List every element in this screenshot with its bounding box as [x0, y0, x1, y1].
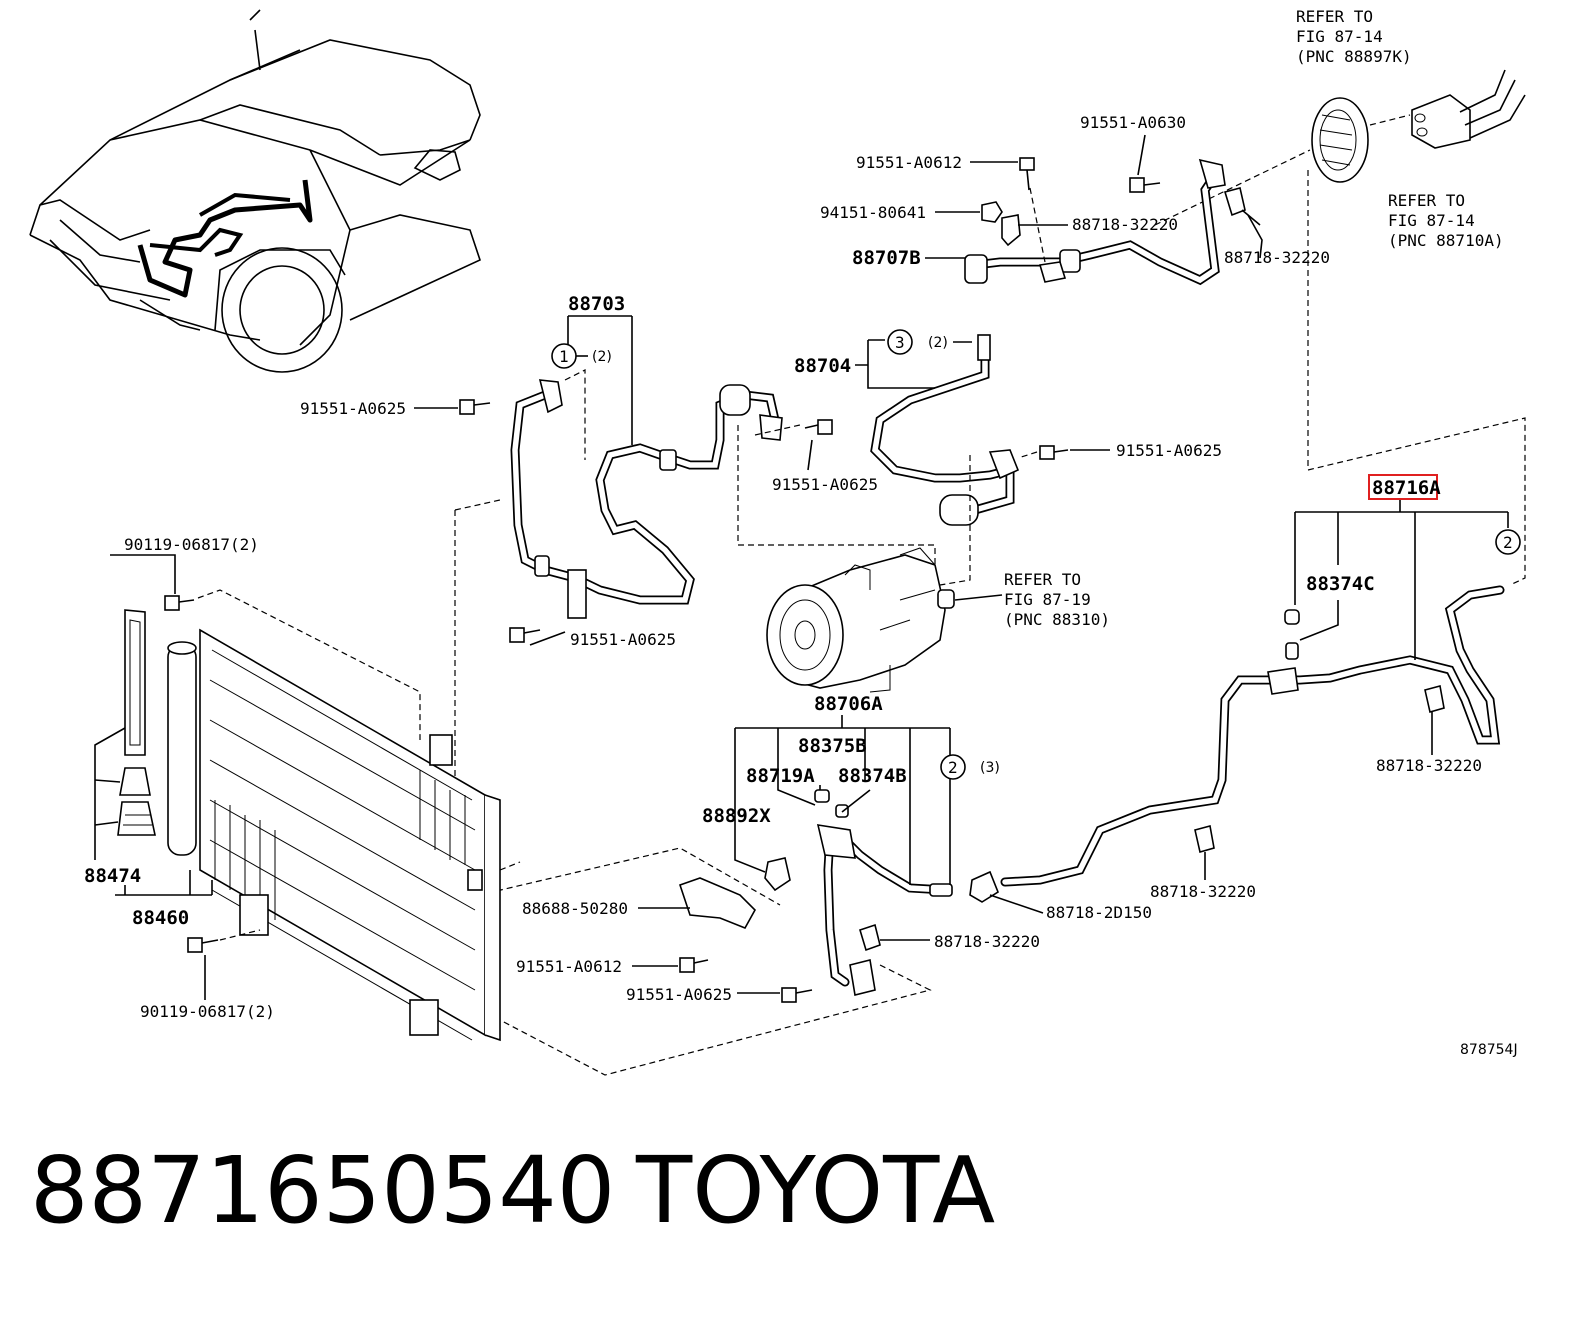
connector-block-88710a — [1411, 69, 1526, 149]
clip-88718-32220-top-right — [1223, 187, 1246, 217]
bolt-91551-a0612-bottom — [679, 957, 709, 973]
label-88892x: 88892X — [702, 805, 771, 827]
bolt-91551-a0612-top — [1019, 157, 1035, 191]
refer-comp-line3: (PNC 88310) — [1004, 610, 1110, 629]
label-90119-bottom: 90119-06817(2) — [140, 1002, 275, 1021]
nut-94151-80641 — [981, 201, 1003, 223]
figure-code: 878754J — [1460, 1042, 1518, 1058]
label-91551-a0625-d: 91551-A0625 — [570, 630, 676, 649]
label-88707b: 88707B — [852, 247, 921, 269]
nut-88718-2d150 — [969, 870, 999, 903]
bracket-88688-50280 — [678, 877, 756, 930]
label-88374c: 88374C — [1306, 573, 1375, 595]
label-88374b: 88374B — [838, 765, 907, 787]
svg-text:(2): (2) — [592, 349, 612, 365]
hose-88704 — [870, 334, 1020, 526]
svg-text:(3): (3) — [980, 760, 1000, 776]
label-88718-32220-b: 88718-32220 — [1224, 248, 1330, 267]
seal-ring-88897k — [1311, 97, 1369, 183]
svg-text:1: 1 — [559, 347, 569, 366]
circle-callout-2: 2 (3) — [940, 754, 1000, 780]
bolt-90119-top — [164, 595, 195, 611]
clip-88718-32220-bottom — [859, 923, 881, 952]
bolt-91551-a0625-b — [804, 419, 833, 435]
car-illustration — [29, 9, 481, 373]
label-88375b: 88375B — [798, 735, 867, 757]
condenser-88460 — [199, 628, 501, 1042]
bolt-91551-a0630 — [1129, 177, 1161, 193]
pipe-88716a — [1000, 585, 1505, 887]
label-91551-a0612-top: 91551-A0612 — [856, 153, 962, 172]
refer-right-line1: REFER TO — [1388, 191, 1465, 210]
label-91551-a0625-a: 91551-A0625 — [300, 399, 406, 418]
label-88703: 88703 — [568, 293, 625, 315]
refer-comp-line1: REFER TO — [1004, 570, 1081, 589]
bolt-91551-a0625-a — [459, 399, 491, 415]
label-88719a: 88719A — [746, 765, 815, 787]
label-88716a: 88716A — [1372, 477, 1441, 499]
refer-top-line3: (PNC 88897K) — [1296, 47, 1412, 66]
svg-text:(2): (2) — [928, 335, 948, 351]
clip-88718-32220-mid — [1194, 825, 1215, 854]
cushion-88474 — [117, 767, 156, 836]
label-88474: 88474 — [84, 865, 141, 887]
label-88460: 88460 — [132, 907, 189, 929]
bolt-91551-a0625-c — [1039, 445, 1069, 460]
reference-notes: REFER TO FIG 87-14 (PNC 88897K) REFER TO… — [1004, 7, 1504, 629]
label-88718-32220-a: 88718-32220 — [1072, 215, 1178, 234]
part-labels: 91551-A0630 91551-A0612 94151-80641 8871… — [84, 113, 1482, 1021]
receiver-tank — [167, 641, 197, 856]
refer-right-line3: (PNC 88710A) — [1388, 231, 1504, 250]
label-88706a: 88706A — [814, 693, 883, 715]
label-91551-a0612-bottom: 91551-A0612 — [516, 957, 622, 976]
svg-text:2: 2 — [948, 758, 958, 777]
highlight-box — [1368, 474, 1438, 500]
circle-callout-1: 1 (2) — [551, 343, 612, 369]
brand-name: TOYOTA — [635, 1137, 995, 1244]
label-91551-a0625-c: 91551-A0625 — [1116, 441, 1222, 460]
hose-88707b — [964, 158, 1226, 286]
label-94151-80641: 94151-80641 — [820, 203, 926, 222]
bolt-91551-a0625-e — [781, 987, 813, 1003]
circle-callout-3: 3 (2) — [887, 329, 972, 355]
label-88718-32220-c: 88718-32220 — [1376, 756, 1482, 775]
refer-top-line1: REFER TO — [1296, 7, 1373, 26]
label-88688-50280: 88688-50280 — [522, 899, 628, 918]
compressor-88310 — [766, 547, 955, 693]
label-88718-32220-d: 88718-32220 — [1150, 882, 1256, 901]
refer-right-line2: FIG 87-14 — [1388, 211, 1475, 230]
circle-callout-2-right: 2 — [1495, 529, 1521, 555]
label-91551-a0625-e: 91551-A0625 — [626, 985, 732, 1004]
label-90119-top: 90119-06817(2) — [124, 535, 259, 554]
bolt-91551-a0625-d — [509, 627, 541, 643]
pipe-88706a — [814, 789, 953, 996]
hose-88703 — [510, 379, 783, 619]
leader-lines — [94, 134, 1509, 1000]
part-number: 8871650540 — [30, 1137, 615, 1244]
bracket-88892x — [764, 857, 791, 892]
refer-comp-line2: FIG 87-19 — [1004, 590, 1091, 609]
label-88718-2d150: 88718-2D150 — [1046, 903, 1152, 922]
svg-text:3: 3 — [895, 333, 905, 352]
label-88718-32220-e: 88718-32220 — [934, 932, 1040, 951]
refer-top-line2: FIG 87-14 — [1296, 27, 1383, 46]
clip-88718-32220-top — [1001, 214, 1067, 283]
bolt-90119-bottom — [187, 937, 219, 953]
label-91551-a0625-b: 91551-A0625 — [772, 475, 878, 494]
label-88704: 88704 — [794, 355, 851, 377]
clip-88718-32220-right — [1424, 685, 1445, 714]
side-seal-88474 — [124, 609, 146, 756]
svg-text:2: 2 — [1503, 533, 1513, 552]
label-91551-a0630: 91551-A0630 — [1080, 113, 1186, 132]
